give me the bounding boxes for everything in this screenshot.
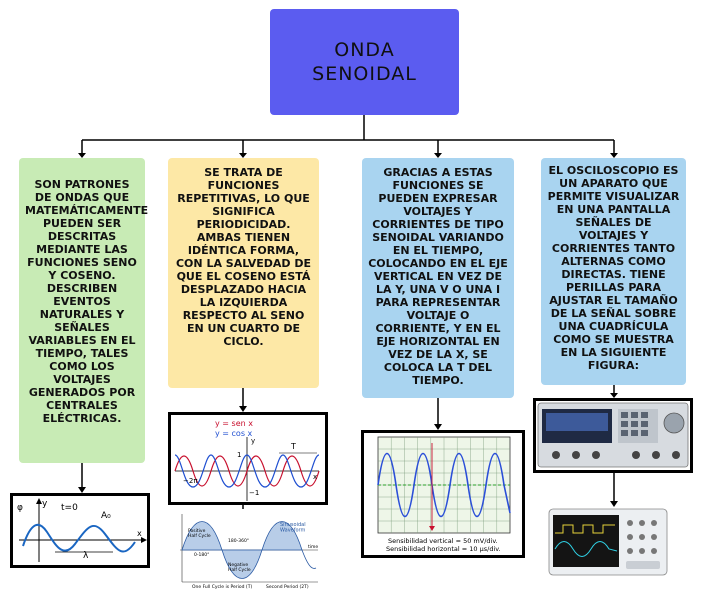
period-label: T — [290, 442, 296, 451]
vertical-sensitivity-label: Sensibilidad vertical = 50 mV/div. — [388, 537, 498, 545]
period-2t-label: Second Period (2T) — [266, 584, 309, 590]
card-periodicity-text: SE TRATA DE FUNCIONES REPETITIVAS, LO QU… — [175, 166, 312, 348]
oscilloscope-grid: Sensibilidad vertical = 50 mV/div. Sensi… — [361, 430, 525, 558]
t0-label: t=0 — [61, 503, 78, 513]
card-oscilloscope-text: EL OSCILOSCOPIO ES UN APARATO QUE PERMIT… — [547, 164, 680, 372]
card-oscilloscope: EL OSCILOSCOPIO ES UN APARATO QUE PERMIT… — [541, 158, 686, 385]
deg-0-180-label: 0-180° — [194, 552, 209, 558]
title-text: ONDA SENOIDAL — [312, 39, 417, 85]
amplitude-label: A₀ — [101, 511, 111, 521]
card-voltage-current-text: GRACIAS A ESTAS FUNCIONES SE PUEDEN EXPR… — [368, 166, 508, 387]
card-periodicity: SE TRATA DE FUNCIONES REPETITIVAS, LO QU… — [168, 158, 319, 388]
period-t-label: One Full Cycle is Period (T) — [192, 584, 252, 590]
deg-180-360-label: 180-360° — [228, 538, 249, 544]
card-definition: SON PATRONES DE ONDAS QUE MATEMÁTICAMENT… — [19, 158, 149, 463]
y-axis-label: y — [251, 437, 255, 445]
minus-one-label: −1 — [249, 489, 259, 497]
card-definition-text: SON PATRONES DE ONDAS QUE MATEMÁTICAMENT… — [25, 178, 149, 425]
digital-oscilloscope-photo — [548, 507, 668, 579]
neg-2pi-label: −2π — [183, 477, 198, 485]
x-label: x — [137, 529, 142, 538]
time-label: time — [308, 544, 318, 550]
one-label: 1 — [237, 451, 241, 459]
title-node: ONDA SENOIDAL — [270, 9, 459, 115]
phi-label: φ — [17, 503, 23, 513]
wave-diagram-lambda: φ y t=0 A₀ λ x — [10, 493, 150, 568]
cos-label: y = cos x — [215, 429, 253, 438]
x-axis-label: x — [313, 473, 317, 481]
card-voltage-current: GRACIAS A ESTAS FUNCIONES SE PUEDEN EXPR… — [362, 158, 514, 398]
function-generator-photo — [533, 398, 693, 473]
sen-label: y = sen x — [215, 419, 253, 428]
horizontal-sensitivity-label: Sensibilidad horizontal = 10 μs/div. — [386, 545, 501, 553]
lambda-label: λ — [83, 551, 89, 561]
sin-cos-graph: y = sen x y = cos x T 1 −1 −2π x y — [168, 412, 328, 505]
y-label: y — [42, 499, 48, 509]
